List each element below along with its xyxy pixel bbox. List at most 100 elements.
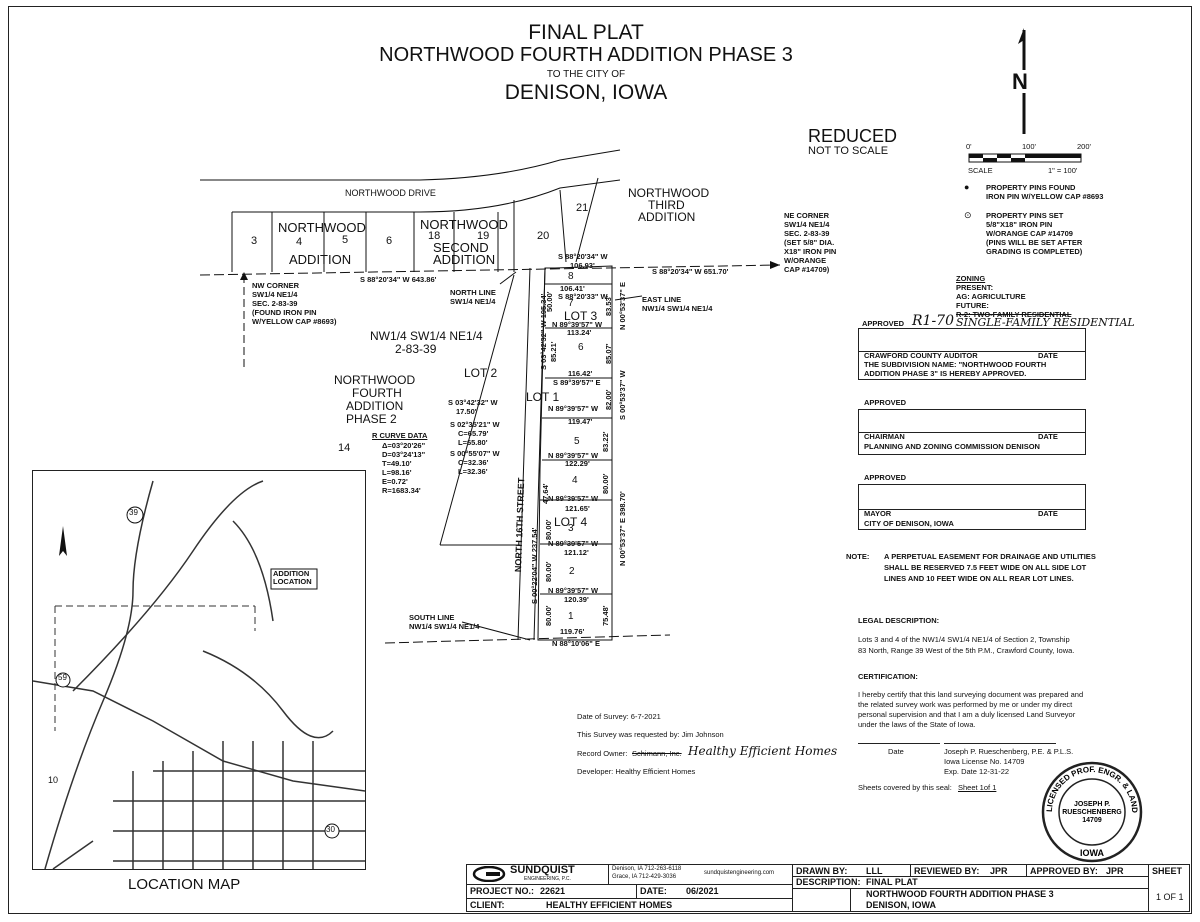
client-val: HEALTHY EFFICIENT HOMES (546, 900, 673, 910)
phase2-label-2: FOURTH (352, 386, 402, 400)
width-6: 121.12' (564, 548, 589, 557)
sheet-val: 1 OF 1 (1156, 892, 1184, 902)
date-signature-line (858, 743, 940, 744)
bearing-in-2: S 89°39'57" E (553, 378, 601, 387)
approved-val: JPR (1106, 866, 1124, 876)
b-s00-2: C=32.36' (458, 458, 489, 467)
company-addr-2: Grace, IA 712-429-3036 (612, 874, 677, 880)
auditor-title: CRAWFORD COUNTY AUDITOR (864, 351, 978, 360)
survey-developer: Developer: Healthy Efficient Homes (577, 767, 696, 776)
sublot-2: 2 (569, 566, 575, 577)
survey-requested: This Survey was requested by: Jim Johnso… (577, 730, 724, 739)
nw-corner-1: NW CORNER (252, 281, 300, 290)
scale-ratio: 1" = 100' (1048, 166, 1078, 175)
legend-set-2: 5/8"X18" IRON PIN (986, 220, 1053, 229)
top-lot-19: 19 (477, 230, 490, 242)
legend-found-1: PROPERTY PINS FOUND (986, 183, 1076, 192)
legal-title: LEGAL DESCRIPTION: (858, 616, 940, 625)
cert-line-3: personal supervision and that I am a dul… (858, 710, 1076, 719)
sublot-3: 3 (568, 523, 574, 534)
tb-divider-6 (910, 864, 911, 876)
sublot-7: 7 (568, 298, 574, 309)
south-line-2: NW1/4 SW1/4 NE1/4 (409, 622, 480, 631)
b-s02-3: L=65.80' (458, 438, 488, 447)
ne-corner-5: X18" IRON PIN (784, 247, 837, 256)
zoning-approved-label: APPROVED (862, 319, 905, 328)
bearing-top-left: S 88°20'34" W 643.86' (360, 275, 437, 284)
tb-row-2 (466, 898, 792, 899)
width-0: 106.41' (560, 284, 585, 293)
auditor-text-2: ADDITION PHASE 3" IS HEREBY APPROVED. (864, 369, 1027, 378)
company-logo-icon (472, 866, 506, 882)
tb-divider-3 (850, 888, 851, 912)
phase2-label-3: ADDITION (346, 399, 404, 413)
lot8-length: 106.93' (570, 261, 595, 270)
legal-line-1: Lots 3 and 4 of the NW1/4 SW1/4 NE1/4 of… (858, 635, 1070, 644)
desc-val: FINAL PLAT (866, 877, 918, 887)
south-line-1: SOUTH LINE (409, 613, 455, 622)
tb-row-3 (792, 876, 1148, 877)
b-s02-2: C=65.79' (458, 429, 489, 438)
bearing-in-4: N 89°39'57" W (548, 451, 599, 460)
lot-4-label: LOT 4 (554, 515, 588, 529)
curve-e: E=0.72' (382, 477, 408, 486)
bearing-in-6: N 89°39'57" W (548, 539, 599, 548)
b-s03-1: S 03°42'32" W (448, 398, 498, 407)
second-label: SECOND (433, 240, 489, 255)
legend-set-1: PROPERTY PINS SET (986, 211, 1064, 220)
dim-8: 80.00' (544, 519, 553, 540)
sublot-1: 1 (568, 611, 574, 622)
curve-l: L=98.16' (382, 468, 412, 477)
pz-approved: APPROVED (864, 398, 907, 407)
tb-divider-7 (1026, 864, 1027, 876)
dim-4: 82.00' (604, 389, 613, 410)
phase2-label-4: PHASE 2 (346, 412, 397, 426)
bottom-bearing: N 88°10'06" E (552, 639, 600, 648)
cert-title: CERTIFICATION: (858, 672, 918, 681)
width-7: 120.39' (564, 595, 589, 604)
scale-tick-200: 200' (1077, 142, 1091, 151)
pz-box (858, 409, 1086, 455)
seal-name-2: RUESCHENBERG (1062, 809, 1122, 816)
note-line-2: SHALL BE RESERVED 7.5 FEET WIDE ON ALL S… (884, 563, 1087, 572)
width-4: 122.29' (565, 459, 590, 468)
dim-9: 80.00' (544, 561, 553, 582)
legend-set-4: (PINS WILL BE SET AFTER (986, 238, 1083, 247)
b-s02-1: S 02°35'21" W (450, 420, 500, 429)
east-bearing-1: N 00°53'37" E (618, 282, 627, 330)
zoning-present: PRESENT: (956, 283, 994, 292)
mayor-date: DATE (1038, 509, 1058, 518)
bearing-in-1: N 89°39'57" W (552, 320, 603, 329)
mayor-box (858, 484, 1086, 530)
desc-2: NORTHWOOD FOURTH ADDITION PHASE 3 (866, 889, 1054, 899)
pz-org: PLANNING AND ZONING COMMISSION DENISON (864, 442, 1040, 451)
tb-divider-4 (608, 864, 609, 884)
curve-d: D=03°24'13" (382, 450, 426, 459)
auditor-text-1: THE SUBDIVISION NAME: "NORTHWOOD FOURTH (864, 360, 1047, 369)
reviewed-label: REVIEWED BY: (914, 866, 980, 876)
dim-0: 50.00' (545, 291, 554, 312)
plat-title: FINAL PLAT (528, 21, 644, 44)
route-10: 10 (48, 775, 59, 785)
company-web: sundquistengineering.com (704, 870, 775, 876)
owner-struck: Schimann, Inc. (632, 749, 682, 758)
drawn-label: DRAWN BY: (796, 866, 848, 876)
third-label-2: THIRD (648, 198, 685, 212)
top-lot-5: 5 (342, 234, 349, 246)
top-lot-4: 4 (296, 236, 303, 248)
zoning-title: ZONING (956, 274, 986, 283)
bearing-in-0: S 88°20'33" W (558, 292, 608, 301)
reduced-label: REDUCED (808, 126, 898, 146)
cert-line-2: the related survey work was performed by… (858, 700, 1073, 709)
b-s03-2: 17.50' (456, 407, 477, 416)
company-addr-1: Denison, IA 712-263-6118 (612, 866, 682, 872)
legal-line-2: 83 North, Range 39 West of the 5th P.M.,… (858, 646, 1075, 655)
lot-2-label: LOT 2 (464, 366, 498, 380)
cert-date: Date (888, 747, 904, 756)
sublot-8: 8 (568, 271, 574, 282)
auditor-date: DATE (1038, 351, 1058, 360)
top-lot-20: 20 (537, 230, 550, 242)
width-8: 119.76' (560, 627, 585, 636)
west-bearing: S 00°22'04" W 237.54' (530, 527, 539, 604)
